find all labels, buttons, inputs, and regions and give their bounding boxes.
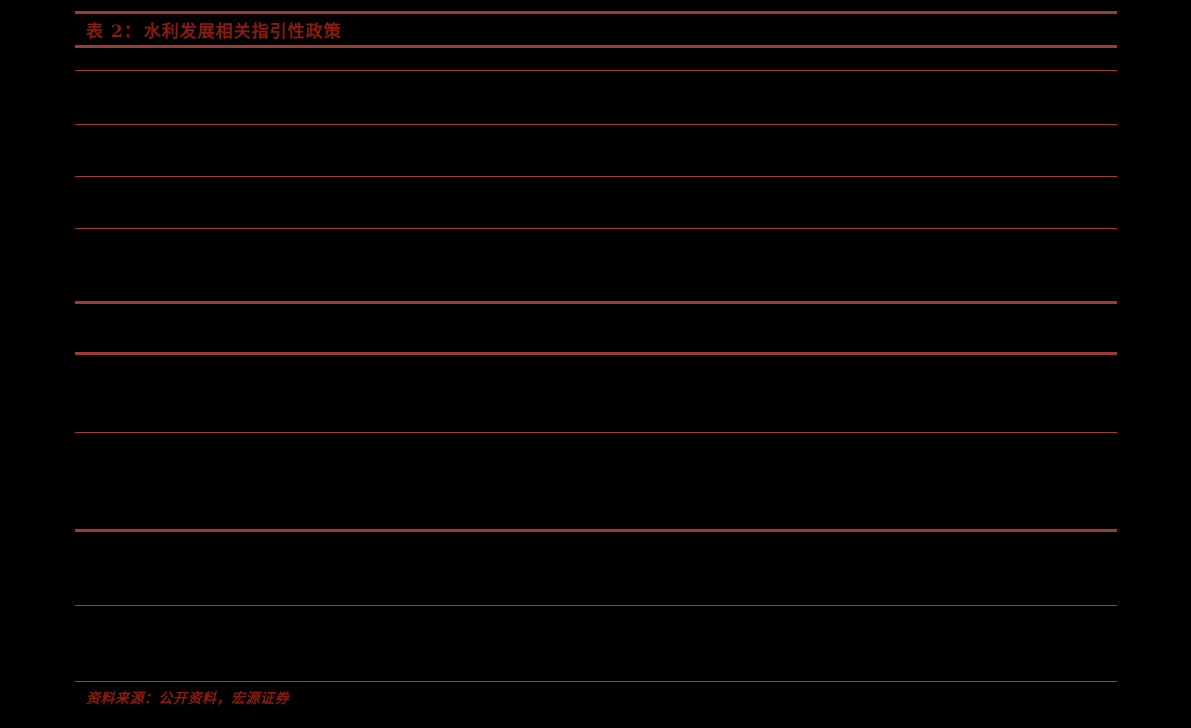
table-rule-row-4: [75, 301, 1117, 304]
table-rule-row-7: [75, 529, 1117, 532]
table-rule-row-6: [75, 432, 1117, 433]
table-cell: [225, 200, 385, 204]
table-cell: [385, 641, 1117, 645]
table-cell: [385, 263, 1117, 267]
table-row: [75, 432, 1117, 529]
table-row: [75, 352, 1117, 432]
table-cell: [75, 148, 225, 152]
table-cell: [225, 263, 385, 267]
table-row: [75, 124, 1117, 176]
table-cell: [385, 95, 1117, 99]
table-cell: [385, 148, 1117, 152]
table-rule-row-8: [75, 605, 1117, 606]
table-caption: 表 2：水利发展相关指引性政策: [86, 19, 342, 45]
table-rule-bottom-border: [75, 681, 1117, 682]
table-caption-title: 水利发展相关指引性政策: [143, 22, 342, 42]
table-row: [75, 301, 1117, 352]
table-row: [75, 176, 1117, 228]
table-cell: [385, 565, 1117, 569]
table-cell: [225, 641, 385, 645]
source-note: 资料来源：公开资料，宏源证券: [86, 688, 289, 710]
table-rule-top-border: [75, 11, 1117, 14]
table-cell: [385, 200, 1117, 204]
table-cell: [225, 58, 385, 62]
table-row: [75, 70, 1117, 124]
table-cell: [75, 263, 225, 267]
table-cell: [385, 325, 1117, 329]
table-cell: [225, 148, 385, 152]
table-cell: [75, 390, 225, 394]
table-cell: [225, 390, 385, 394]
table-row: [75, 49, 1117, 70]
table-cell: [225, 95, 385, 99]
table-row: [75, 605, 1117, 681]
table-rule-row-3: [75, 228, 1117, 229]
table-row: [75, 529, 1117, 605]
table-cell: [75, 325, 225, 329]
table-rule-caption-divider: [75, 45, 1117, 48]
table-rule-row-1: [75, 124, 1117, 125]
table-cell: [385, 58, 1117, 62]
table-rule-header-bottom: [75, 70, 1117, 71]
table-cell: [385, 479, 1117, 483]
table-rule-row-5: [75, 352, 1117, 355]
table-cell: [75, 565, 225, 569]
table-cell: [225, 479, 385, 483]
table-cell: [75, 58, 225, 62]
table-row: [75, 228, 1117, 301]
table-caption-label: 表 2：: [86, 22, 142, 42]
table-cell: [75, 95, 225, 99]
table-cell: [225, 325, 385, 329]
table-rule-row-2: [75, 176, 1117, 177]
table-body: [75, 49, 1117, 681]
table-cell: [385, 390, 1117, 394]
source-note-label: 资料来源：: [86, 691, 159, 707]
source-note-value: 公开资料，宏源证券: [158, 691, 289, 707]
table-cell: [75, 641, 225, 645]
table-cell: [75, 479, 225, 483]
table-cell: [225, 565, 385, 569]
table-cell: [75, 200, 225, 204]
